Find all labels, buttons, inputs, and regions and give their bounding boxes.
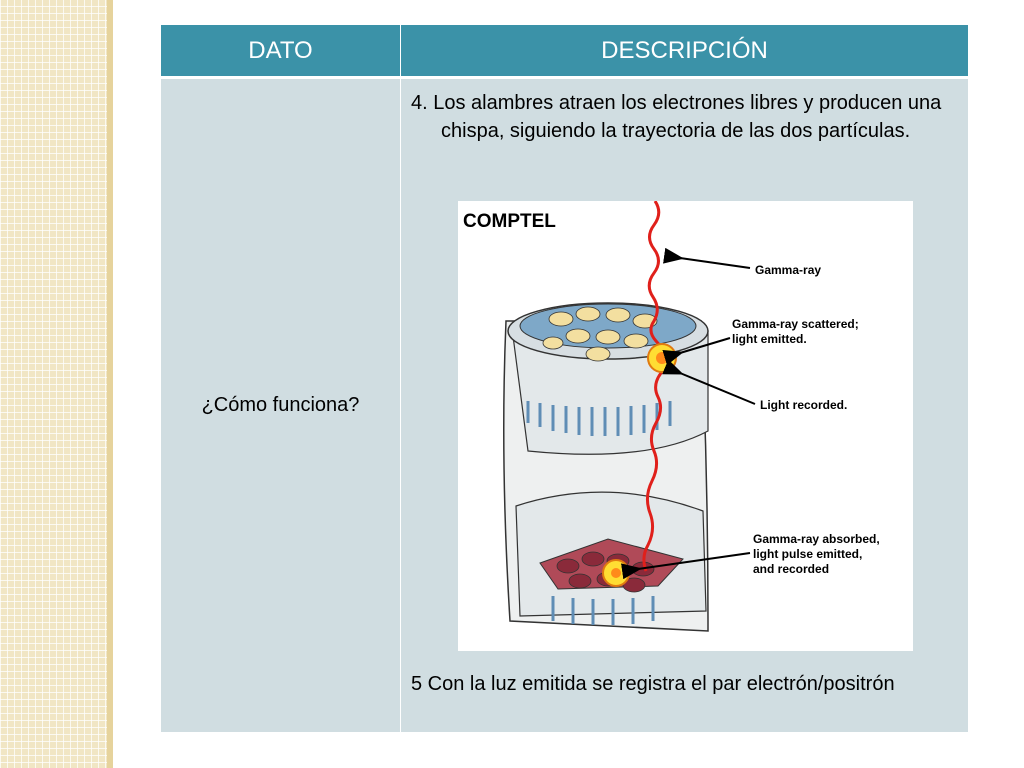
table-row: ¿Cómo funciona? 4. Los alambres atraen l… [160, 77, 969, 733]
detector-housing [503, 302, 709, 632]
label-absorbed-2: light pulse emitted, [753, 547, 862, 561]
label-light-recorded: Light recorded. [760, 398, 847, 412]
label-scattered-1: Gamma-ray scattered; [732, 317, 859, 331]
gamma-ray-path [642, 201, 668, 572]
label-absorbed-1: Gamma-ray absorbed, [753, 532, 880, 546]
comptel-diagram: COMPTEL [458, 201, 913, 651]
scatter-flash [647, 343, 677, 373]
cell-descripcion: 4. Los alambres atraen los electrones li… [400, 77, 969, 733]
figure-title: COMPTEL [463, 211, 556, 232]
header-descripcion: DESCRIPCIÓN [400, 24, 969, 79]
cell-dato: ¿Cómo funciona? [160, 77, 401, 733]
label-gamma-ray: Gamma-ray [755, 263, 821, 277]
absorption-flash [602, 559, 630, 587]
table-header-row: DATO DESCRIPCIÓN [160, 24, 969, 79]
label-scattered-2: light emitted. [732, 332, 807, 346]
side-pattern-decoration [0, 0, 113, 768]
description-paragraph-5: 5 Con la luz emitida se registra el par … [411, 673, 895, 695]
label-absorbed-3: and recorded [753, 562, 829, 576]
description-paragraph-4: 4. Los alambres atraen los electrones li… [411, 92, 942, 142]
side-edge-decoration [107, 0, 113, 768]
data-table: DATO DESCRIPCIÓN ¿Cómo funciona? 4. Los … [160, 24, 969, 733]
header-dato: DATO [160, 24, 401, 79]
comptel-illustration: COMPTEL [463, 201, 880, 632]
